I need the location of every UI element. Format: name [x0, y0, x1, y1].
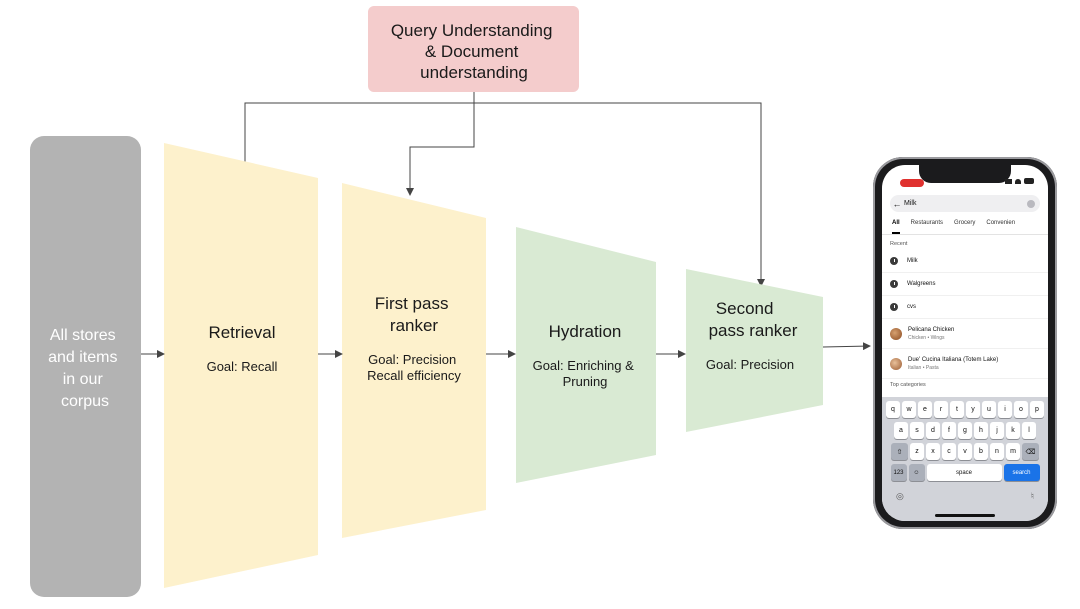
clock-icon	[890, 257, 898, 265]
tab-grocery[interactable]: Grocery	[954, 220, 976, 226]
key[interactable]: v	[958, 443, 972, 460]
key[interactable]: s	[910, 422, 924, 439]
signal-icon	[1005, 178, 1012, 184]
numbers-key[interactable]: 123	[890, 464, 907, 481]
key[interactable]: t	[950, 401, 964, 418]
recent-heading: Recent	[890, 241, 908, 247]
phone-notch	[919, 165, 1011, 183]
key[interactable]: z	[910, 443, 924, 460]
key[interactable]: i	[998, 401, 1012, 418]
key[interactable]: l	[1022, 422, 1036, 439]
clock-icon	[890, 280, 898, 288]
microphone-icon[interactable]: ♮	[1030, 491, 1034, 501]
clock-icon	[890, 303, 898, 311]
key[interactable]: c	[942, 443, 956, 460]
key[interactable]: e	[918, 401, 932, 418]
first-pass-title: First pass ranker	[375, 294, 453, 335]
key[interactable]: g	[958, 422, 972, 439]
search-key[interactable]: search	[1003, 464, 1040, 481]
store-tags: Chicken • Wings	[908, 334, 945, 341]
tab-restaurants[interactable]: Restaurants	[910, 220, 944, 226]
back-arrow-icon[interactable]: ←	[892, 198, 902, 209]
corpus-label: All stores and items in our corpus	[48, 327, 122, 410]
search-query[interactable]: Milk	[904, 200, 917, 207]
key[interactable]: w	[902, 401, 916, 418]
key[interactable]: x	[926, 443, 940, 460]
corpus-box	[30, 136, 141, 597]
hydration-stage	[516, 227, 656, 483]
key[interactable]: n	[990, 443, 1004, 460]
list-item[interactable]: cvs	[882, 296, 1048, 319]
category-tabs: All Restaurants Grocery Convenien	[882, 212, 1048, 235]
list-item[interactable]: Walgreens	[882, 273, 1048, 296]
wifi-icon	[1015, 178, 1021, 184]
recent-search-label: Walgreens	[907, 281, 936, 287]
store-name: Pelicana Chicken	[908, 326, 955, 333]
key[interactable]: y	[966, 401, 980, 418]
status-bar	[882, 165, 1048, 190]
space-key[interactable]: space	[926, 464, 1002, 481]
shift-key[interactable]: ⇧	[891, 443, 908, 460]
key[interactable]: j	[990, 422, 1004, 439]
key[interactable]: f	[942, 422, 956, 439]
emoji-icon[interactable]: ☺	[908, 464, 925, 481]
store-tags: Italian • Pasta	[908, 364, 939, 371]
key[interactable]: p	[1030, 401, 1044, 418]
store-thumbnail	[890, 357, 902, 370]
flow-arrows	[141, 342, 871, 358]
list-item[interactable]: Due' Cucina Italiana (Totem Lake) Italia…	[882, 349, 1048, 379]
key[interactable]: o	[1014, 401, 1028, 418]
top-categories-heading: Top categories	[890, 382, 926, 388]
tab-all[interactable]: All	[892, 220, 900, 234]
key[interactable]: q	[886, 401, 900, 418]
list-item[interactable]: Pelicana Chicken Chicken • Wings	[882, 319, 1048, 349]
tab-convenience[interactable]: Convenien	[986, 220, 1016, 226]
key[interactable]: h	[974, 422, 988, 439]
second-pass-title: Second pass ranker	[709, 299, 798, 340]
key[interactable]: a	[894, 422, 908, 439]
keyboard-footer: ◎ ♮	[882, 485, 1048, 502]
query-understanding-label: Query Understanding & Document understan…	[391, 21, 557, 82]
first-pass-stage	[342, 183, 486, 538]
search-input[interactable]: ← Milk	[890, 195, 1040, 212]
home-indicator	[935, 514, 995, 517]
key[interactable]: r	[934, 401, 948, 418]
list-item[interactable]: Milk	[882, 250, 1048, 273]
clear-icon[interactable]	[1027, 199, 1035, 208]
store-name: Due' Cucina Italiana (Totem Lake)	[908, 356, 999, 363]
feedback-connectors	[241, 92, 765, 287]
query-understanding-box	[368, 6, 579, 92]
key[interactable]: m	[1006, 443, 1020, 460]
key[interactable]: u	[982, 401, 996, 418]
backspace-key[interactable]: ⌫	[1022, 443, 1039, 460]
key[interactable]: b	[974, 443, 988, 460]
second-pass-goal: Goal: Precision	[706, 357, 794, 372]
globe-icon[interactable]: ◎	[896, 491, 904, 501]
system-icons	[1005, 178, 1034, 184]
retrieval-goal: Goal: Recall	[207, 359, 278, 374]
store-thumbnail	[890, 327, 902, 340]
retrieval-stage	[164, 143, 318, 588]
keyboard-row: 123 ☺ space search	[882, 464, 1048, 481]
key[interactable]: d	[926, 422, 940, 439]
first-pass-goal: Goal: Precision Recall efficiency	[367, 352, 461, 383]
screen-record-indicator	[900, 179, 924, 187]
battery-icon	[1024, 178, 1034, 184]
phone-mockup: ← Milk All Restaurants Grocery Convenien…	[873, 157, 1057, 529]
retrieval-title: Retrieval	[208, 323, 275, 342]
phone-screen: ← Milk All Restaurants Grocery Convenien…	[882, 165, 1048, 521]
recent-search-label: cvs	[907, 304, 916, 310]
recent-search-label: Milk	[907, 258, 918, 264]
second-pass-stage	[686, 269, 823, 432]
hydration-title: Hydration	[549, 322, 622, 341]
key[interactable]: k	[1006, 422, 1020, 439]
hydration-goal: Goal: Enriching & Pruning	[533, 358, 638, 389]
